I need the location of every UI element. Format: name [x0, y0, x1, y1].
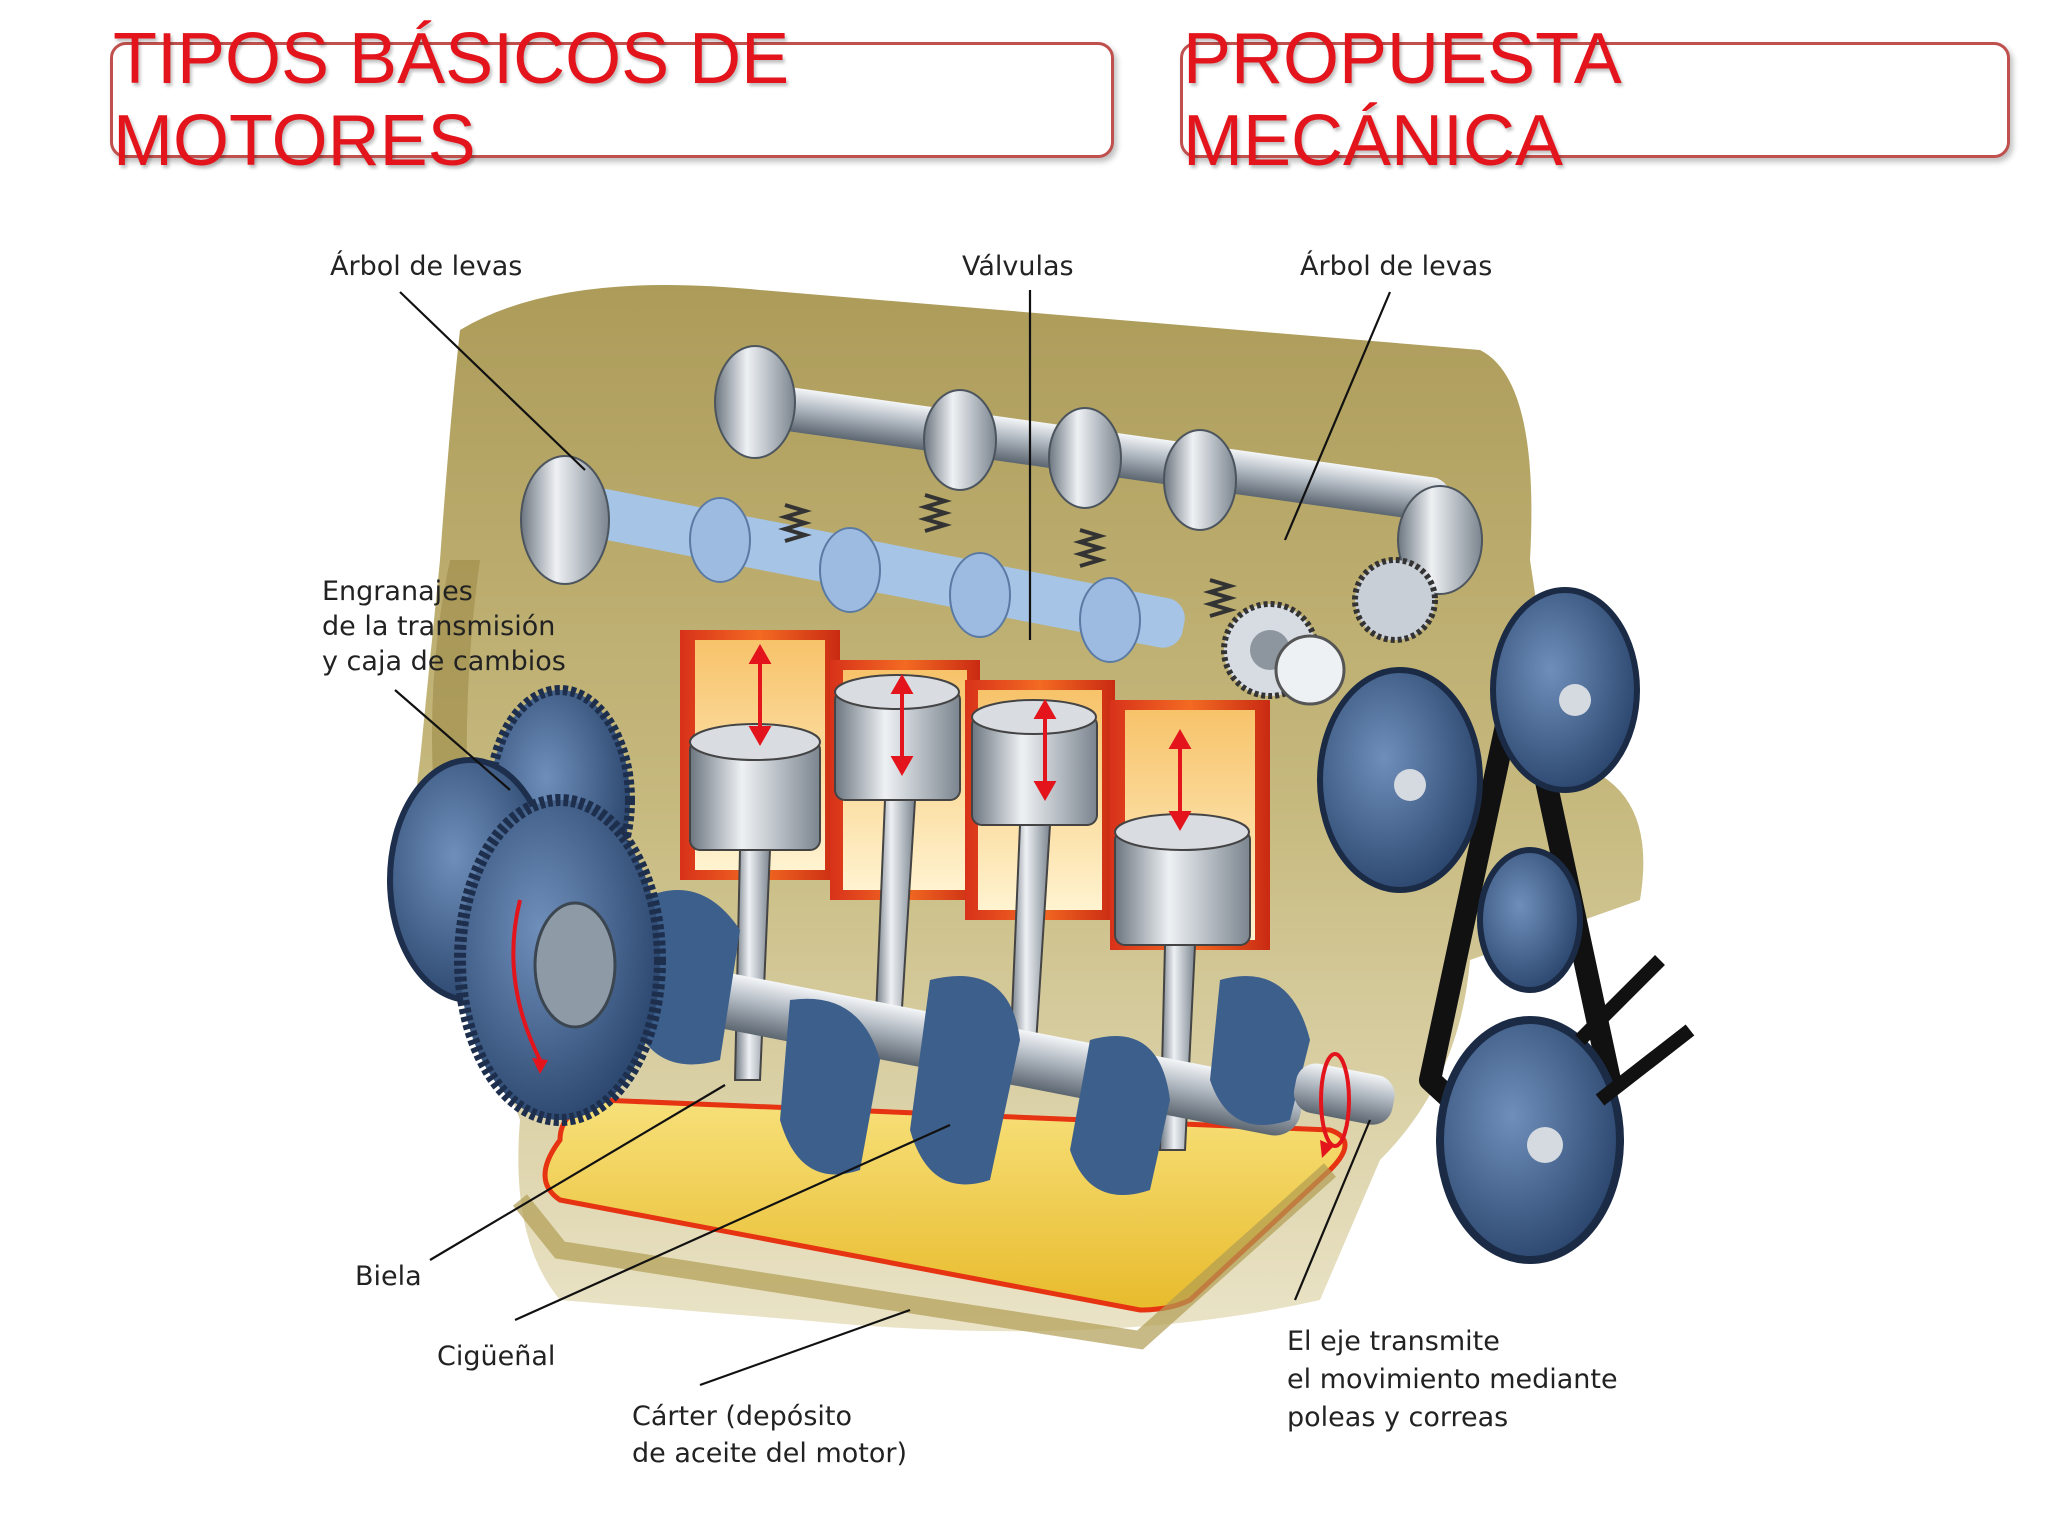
cam-gears — [1221, 557, 1438, 706]
valve-springs — [778, 493, 1237, 618]
label-sump-line2: de aceite del motor) — [632, 1438, 907, 1469]
title-propuesta-mecanica: PROPUESTA MECÁNICA — [1180, 19, 2010, 181]
label-shaft-line1: El eje transmite — [1287, 1326, 1500, 1357]
lower-camshaft — [520, 455, 1185, 663]
piston-arrows — [748, 643, 1192, 832]
label-gears-line3: y caja de cambios — [322, 646, 566, 677]
label-camshaft-right: Árbol de levas — [1300, 250, 1492, 282]
transmission-gears — [387, 685, 666, 1126]
pulleys-belts — [1317, 587, 1695, 1264]
crankshaft — [553, 890, 1395, 1195]
label-shaft-line3: poleas y correas — [1287, 1402, 1508, 1433]
label-sump-line1: Cárter (depósito — [632, 1401, 852, 1432]
label-camshaft-left: Árbol de levas — [330, 250, 522, 282]
label-valves: Válvulas — [962, 251, 1074, 282]
label-conrod: Biela — [355, 1261, 422, 1292]
label-gears-line2: de la transmisión — [322, 611, 555, 642]
pistons — [689, 674, 1251, 946]
label-crankshaft: Cigüeñal — [437, 1341, 555, 1372]
leader-lines — [394, 290, 1392, 1387]
label-shaft-line2: el movimiento mediante — [1287, 1364, 1618, 1395]
labels: Árbol de levas Válvulas Árbol de levas E… — [322, 250, 1618, 1469]
label-gears-line1: Engranajes — [322, 576, 473, 607]
